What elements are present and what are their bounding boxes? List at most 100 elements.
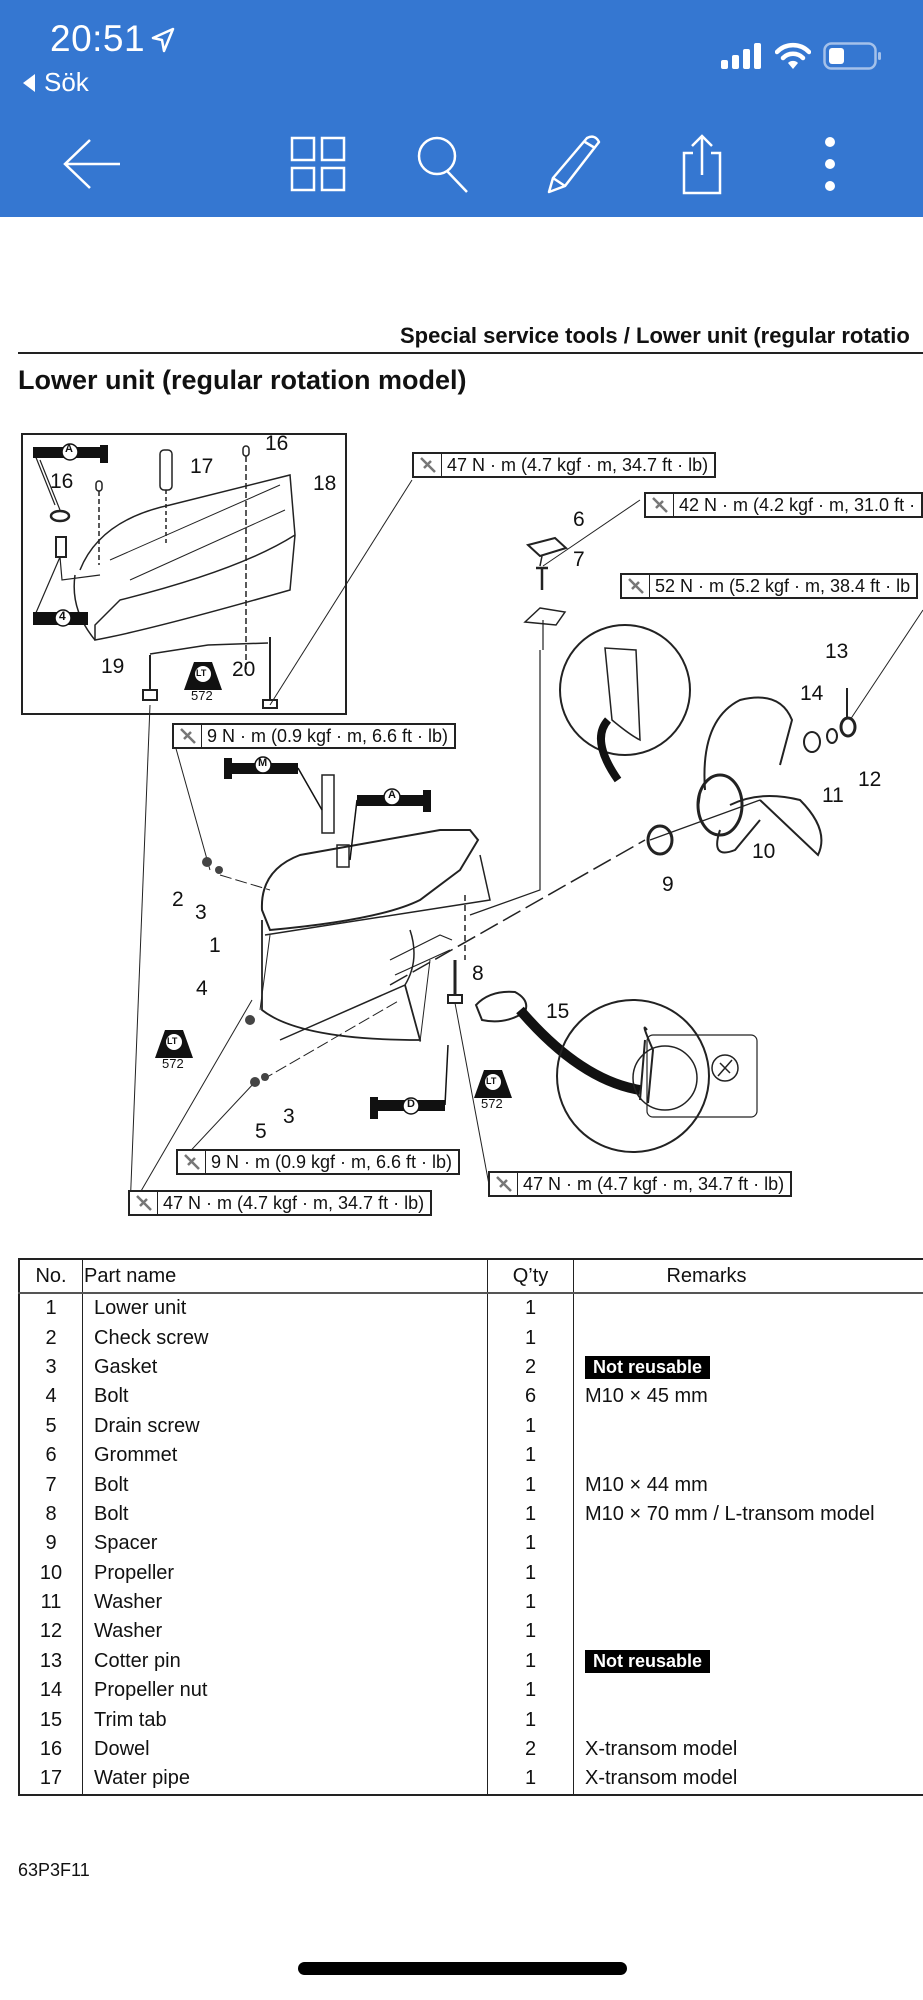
part-qty: 1 xyxy=(487,1499,574,1530)
part-name: Water pipe xyxy=(82,1764,488,1796)
annotate-button[interactable] xyxy=(543,132,607,196)
callout-17: 17 xyxy=(190,455,214,478)
more-button[interactable] xyxy=(798,132,862,196)
callout-3b: 3 xyxy=(283,1105,295,1128)
callout-12: 12 xyxy=(858,768,882,791)
running-header: Special service tools / Lower unit (regu… xyxy=(400,323,910,348)
torque-spec-9-mid: 9 N · m (0.9 kgf · m, 6.6 ft · lb) xyxy=(172,723,457,749)
part-qty: 1 xyxy=(487,1705,574,1735)
app-top-bar: 20:51 Sök xyxy=(0,0,923,217)
torque-spec-9-low: 9 N · m (0.9 kgf · m, 6.6 ft · lb) xyxy=(176,1149,461,1175)
part-qty: 1 xyxy=(487,1676,574,1706)
part-number: 17 xyxy=(18,1764,83,1796)
callout-6: 6 xyxy=(573,508,585,531)
loctite-left-label: LT xyxy=(167,1036,178,1046)
part-qty: 1 xyxy=(487,1617,574,1647)
loctite-inset-number: 572 xyxy=(191,688,213,703)
callout-18: 18 xyxy=(313,472,337,495)
part-name: Check screw xyxy=(82,1323,488,1353)
part-remarks xyxy=(574,1323,923,1352)
callout-8: 8 xyxy=(472,962,484,985)
torque-wrench-icon xyxy=(646,494,674,516)
torque-spec-42: 42 N · m (4.2 kgf · m, 31.0 ft · xyxy=(644,492,923,518)
search-button[interactable] xyxy=(413,132,477,196)
part-name: Bolt xyxy=(82,1382,488,1412)
signal-icon xyxy=(721,43,761,69)
part-remarks: X-transom model xyxy=(585,1738,738,1761)
part-remarks: M10 × 45 mm xyxy=(585,1385,708,1408)
part-number: 14 xyxy=(18,1676,83,1706)
torque-wrench-icon xyxy=(178,1151,206,1173)
part-number: 13 xyxy=(18,1646,83,1677)
grid-icon xyxy=(290,136,346,192)
callout-9: 9 xyxy=(662,873,674,896)
part-remarks: M10 × 70 mm / L-transom model xyxy=(585,1502,875,1525)
thumbnails-button[interactable] xyxy=(286,132,350,196)
loctite-left-number: 572 xyxy=(162,1056,184,1071)
torque-wrench-icon xyxy=(174,725,202,747)
torque-spec-52: 52 N · m (5.2 kgf · m, 38.4 ft · lb xyxy=(620,573,919,599)
wifi-icon xyxy=(775,42,811,69)
torque-value: 47 N · m (4.7 kgf · m, 34.7 ft · lb) xyxy=(163,1192,425,1213)
part-remarks xyxy=(574,1588,923,1617)
part-remarks xyxy=(574,1293,923,1323)
torque-value: 52 N · m (5.2 kgf · m, 38.4 ft · lb xyxy=(655,575,911,596)
part-remarks: X-transom model xyxy=(573,1764,923,1796)
loctite-left-icon xyxy=(155,1030,193,1058)
part-remarks: Not reusable xyxy=(574,1647,923,1676)
part-qty: 1 xyxy=(487,1293,574,1324)
callout-16a: 16 xyxy=(50,470,74,493)
home-indicator[interactable] xyxy=(298,1962,627,1975)
callout-13: 13 xyxy=(825,640,849,663)
torque-wrench-icon xyxy=(490,1173,518,1195)
callout-10: 10 xyxy=(752,840,776,863)
torque-value: 42 N · m (4.2 kgf · m, 31.0 ft · xyxy=(679,494,916,515)
share-button[interactable] xyxy=(670,132,734,196)
part-number: 7 xyxy=(18,1470,83,1500)
part-number: 10 xyxy=(18,1558,83,1588)
grease-d-icon xyxy=(370,1044,449,1119)
page-title: Lower unit (regular rotation model) xyxy=(18,365,467,395)
part-remarks xyxy=(574,1412,923,1441)
part-qty: 1 xyxy=(487,1587,574,1618)
grease-d-label: D xyxy=(407,1098,415,1110)
part-number: 12 xyxy=(18,1617,83,1647)
header-part-name: Part name xyxy=(82,1258,488,1294)
part-name: Washer xyxy=(82,1617,488,1647)
callout-16b: 16 xyxy=(265,432,289,455)
callout-14: 14 xyxy=(800,682,824,705)
grease-m-icon xyxy=(224,756,323,811)
part-remarks xyxy=(574,1617,923,1646)
part-qty: 2 xyxy=(487,1734,574,1765)
grease-a-mid-label: A xyxy=(388,789,396,801)
back-arrow-icon xyxy=(63,139,120,189)
header-remarks: Remarks xyxy=(573,1258,923,1294)
callout-19: 19 xyxy=(101,655,125,678)
upper-housing-inset xyxy=(79,474,296,641)
part-qty: 2 xyxy=(487,1352,574,1383)
part-name: Propeller nut xyxy=(82,1676,488,1706)
torque-wrench-icon xyxy=(414,454,442,476)
part-number: 5 xyxy=(18,1411,83,1441)
back-button[interactable] xyxy=(60,132,124,196)
part-name: Cotter pin xyxy=(82,1646,488,1677)
part-name: Grommet xyxy=(82,1440,488,1471)
part-remarks xyxy=(574,1559,923,1588)
loctite-right-icon xyxy=(474,1070,512,1098)
inset-box xyxy=(21,433,347,715)
part-number: 16 xyxy=(18,1734,83,1765)
header-qty: Q’ty xyxy=(487,1258,574,1294)
torque-spec-47-low-right: 47 N · m (4.7 kgf · m, 34.7 ft · lb) xyxy=(488,1171,793,1197)
back-to-app-link[interactable]: Sök xyxy=(22,67,89,98)
part-number: 2 xyxy=(18,1323,83,1353)
